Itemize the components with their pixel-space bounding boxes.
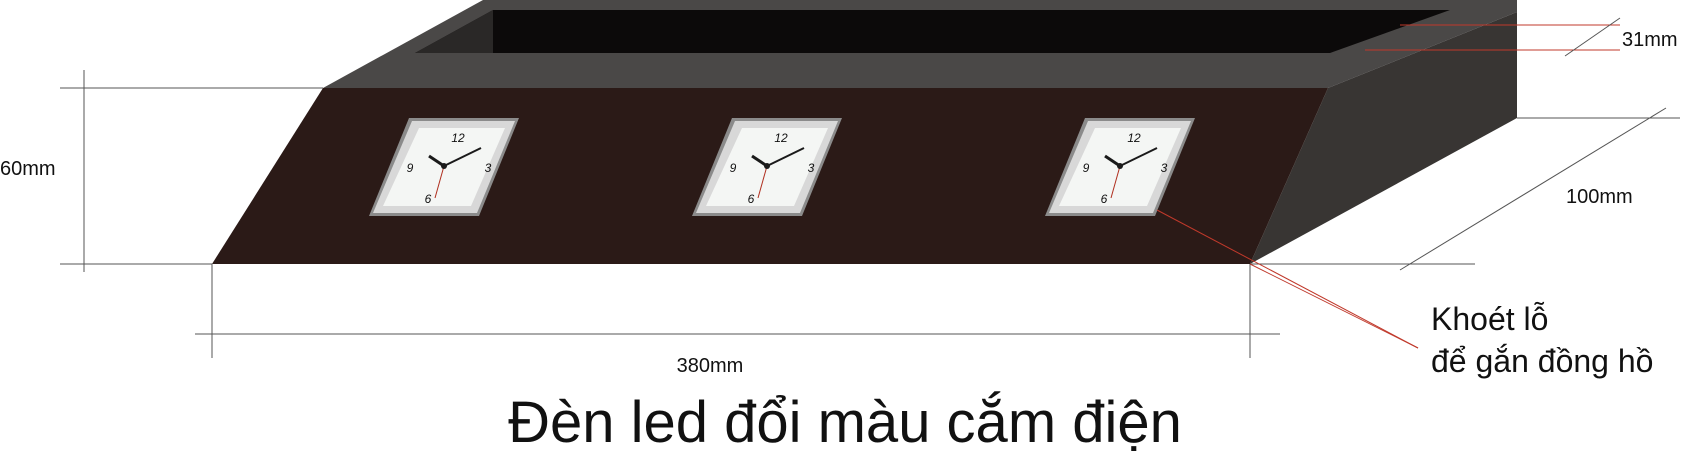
clock-numeral-9: 9 (1083, 161, 1090, 175)
clock-numeral-6: 6 (425, 192, 432, 206)
clock-cutout-right: 12 3 6 9 (1045, 118, 1195, 216)
clock-hand-second (1110, 165, 1121, 199)
height-dimension (60, 70, 323, 272)
clock-numeral-3: 3 (485, 161, 492, 175)
page-title: Đèn led đổi màu cắm điện (508, 390, 1182, 454)
height-label: 60mm (0, 158, 56, 180)
clock-numeral-9: 9 (730, 161, 737, 175)
depth-label: 100mm (1566, 186, 1633, 208)
clock-hand-minute (443, 147, 482, 167)
clock-numeral-6: 6 (748, 192, 755, 206)
clock-hand-hour (428, 154, 445, 168)
box-opening (415, 10, 1450, 53)
clock-numeral-12: 12 (451, 131, 465, 145)
box-opening-wall (415, 10, 493, 53)
length-dimension (195, 264, 1280, 358)
clock-hand-minute (1119, 147, 1158, 167)
length-label: 380mm (677, 355, 744, 377)
clock-numeral-3: 3 (808, 161, 815, 175)
rim-dimension (1365, 24, 1620, 51)
clock-numeral-9: 9 (407, 161, 414, 175)
clock-cutout-middle: 12 3 6 9 (692, 118, 842, 216)
callout-line-2: để gắn đồng hồ (1431, 343, 1653, 379)
clock-hand-minute (766, 147, 805, 167)
clock-numeral-6: 6 (1101, 192, 1108, 206)
callout-line-1: Khoét lỗ (1431, 301, 1548, 337)
box-side-face (1250, 12, 1517, 264)
clock-hand-second (757, 165, 768, 199)
rim-label: 31mm (1622, 29, 1678, 51)
depth-dimension (1250, 107, 1680, 271)
clock-hand-second (434, 165, 445, 199)
clock-cutout-left: 12 3 6 9 (369, 118, 519, 216)
clock-numeral-12: 12 (774, 131, 788, 145)
clock-hand-hour (751, 154, 768, 168)
clock-numeral-3: 3 (1161, 161, 1168, 175)
clock-hand-hour (1104, 154, 1121, 168)
callout-leader (1156, 209, 1419, 349)
clock-numeral-12: 12 (1127, 131, 1141, 145)
